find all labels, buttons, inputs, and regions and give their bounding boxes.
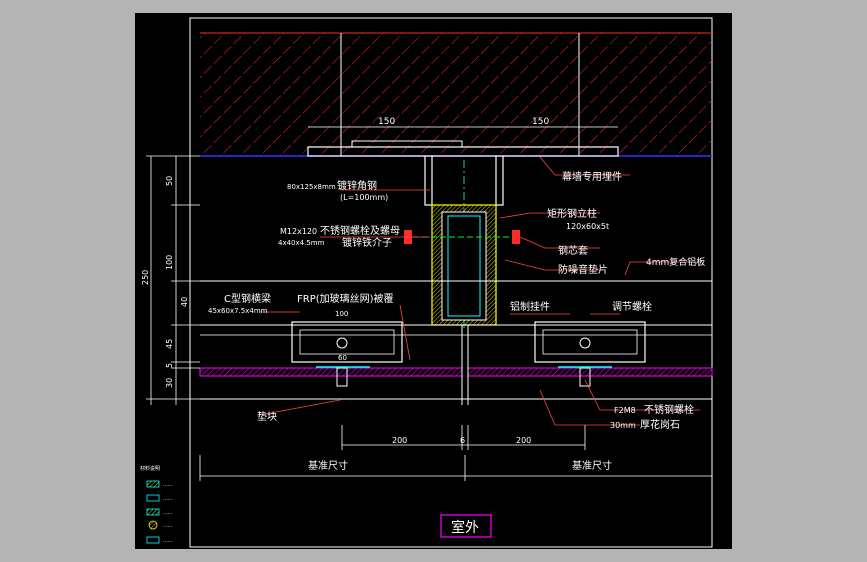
label-washer: 镀锌铁介子 <box>342 236 392 249</box>
label-alum-panel: 4mm复合铝板 <box>646 256 705 268</box>
legend-title: 材料说明 <box>140 465 160 472</box>
angle-steel-right <box>495 156 504 206</box>
adjust-bolt-left <box>336 337 348 349</box>
dim-bottom-left: 200 <box>392 436 407 445</box>
label-c-beam: C型钢横梁 <box>224 292 271 305</box>
dim-v60: 60 <box>338 354 347 362</box>
stone-left <box>199 367 463 377</box>
label-embedded: 幕墙专用埋件 <box>562 170 622 183</box>
label-outdoor: 室外 <box>451 519 479 536</box>
dim-v-total: 250 <box>141 270 150 285</box>
label-granite: 厚花岗石 <box>640 418 680 431</box>
dim-v-30: 30 <box>165 378 174 388</box>
label-granite-thk: 30mm <box>610 421 636 430</box>
dim-v-100: 100 <box>165 255 174 270</box>
pin-right <box>579 367 591 387</box>
c-beam-right <box>534 321 646 363</box>
c-beam-right-inner <box>542 329 638 355</box>
legend-swatch-4 <box>148 520 158 530</box>
dim-v-40: 40 <box>180 297 189 307</box>
c-beam-left <box>291 321 403 363</box>
pin-left <box>336 367 348 387</box>
label-bolt-small: 不锈钢螺栓 <box>644 403 694 416</box>
legend <box>146 480 160 544</box>
legend-item-2: ······ <box>163 497 173 503</box>
column-inner <box>441 211 487 321</box>
dim-bottom-right: 200 <box>516 436 531 445</box>
outdoor-title-box <box>440 514 492 538</box>
c-beam-left-inner <box>299 329 395 355</box>
label-angle-spec: 80x125x8mm <box>287 183 336 191</box>
label-column: 矩形钢立柱 <box>547 207 597 220</box>
adjust-bolt-right <box>579 337 591 349</box>
leaders <box>259 156 700 426</box>
label-bolt: 不锈钢螺栓及螺母 <box>320 224 400 237</box>
label-bolt-spec: M12x120 <box>280 227 317 236</box>
dim-panel-width: 100 <box>335 310 348 318</box>
label-bolt-small-spec: F2M8 <box>614 406 636 415</box>
drawing-frame <box>189 17 713 548</box>
legend-swatch-5 <box>146 536 160 544</box>
bolt-nut-right <box>512 230 520 244</box>
dim-bottom-center: 6 <box>460 436 465 445</box>
label-angle-len: (L=100mm) <box>340 193 388 202</box>
dim-v-45: 45 <box>165 339 174 349</box>
label-c-beam-spec: 45x60x7.5x4mm <box>208 307 268 315</box>
label-frp: FRP(加玻璃丝网)被覆 <box>297 292 394 305</box>
label-base-right: 基准尺寸 <box>572 459 612 472</box>
dim-ticks-left <box>146 155 200 400</box>
legend-swatch-3 <box>146 508 160 516</box>
dim-top-right: 150 <box>532 117 549 127</box>
angle-steel-left <box>424 156 433 206</box>
embedded-plate-inner <box>351 140 463 148</box>
legend-item-5: ······ <box>163 539 173 545</box>
label-pad: 垫块 <box>257 410 277 423</box>
dim-v-50: 50 <box>165 176 174 186</box>
label-alum-hanger: 铝制挂件 <box>510 300 550 313</box>
legend-item-3: ······ <box>163 511 173 517</box>
concrete-wall <box>200 33 712 156</box>
legend-item-4: ······ <box>163 524 173 530</box>
legend-item-1: ······ <box>163 483 173 489</box>
legend-swatch-1 <box>146 480 160 488</box>
label-adjust-bolt: 调节螺栓 <box>612 300 652 313</box>
dim-top-left: 150 <box>378 117 395 127</box>
label-noise-pad: 防噪音垫片 <box>558 263 608 276</box>
embedded-plate <box>307 146 619 157</box>
dim-v-5: 5 <box>165 363 174 368</box>
legend-swatch-2 <box>146 494 160 502</box>
label-base-left: 基准尺寸 <box>308 459 348 472</box>
label-bolt-spec2: 4x40x4.5mm <box>278 239 325 247</box>
column-core <box>447 215 481 317</box>
dim-ticks-bottom <box>199 425 713 481</box>
label-steel-core: 钢芯套 <box>558 244 588 257</box>
label-column-spec: 120x60x5t <box>566 222 609 231</box>
label-angle: 镀锌角钢 <box>337 179 377 192</box>
